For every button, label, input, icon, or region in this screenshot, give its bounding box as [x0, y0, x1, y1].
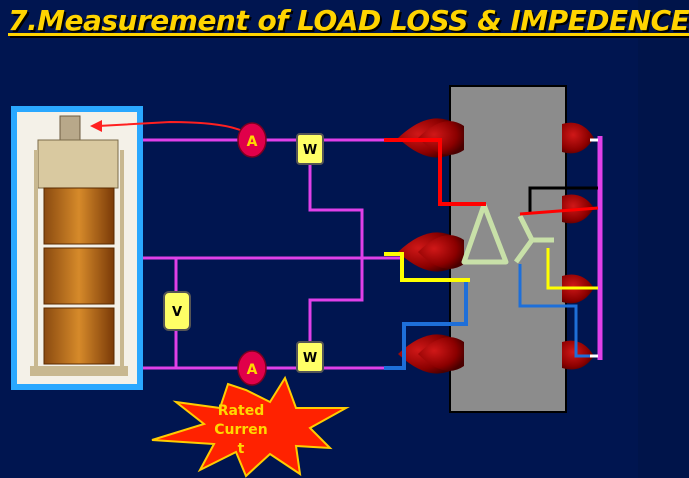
variac-coil-1 [43, 187, 115, 245]
wattmeter-bottom-label: W [303, 351, 317, 366]
ammeter-bottom-label: A [247, 362, 258, 378]
winding-symbols [461, 202, 554, 265]
ammeter-bottom: A [237, 350, 267, 386]
hv-bushing-3b [418, 337, 464, 371]
slide-title: 7.Measurement of LOAD LOSS & IMPEDENCE [8, 4, 689, 37]
phase-wires [384, 138, 486, 370]
wattmeter-top-label: W [303, 143, 317, 158]
voltmeter: V [163, 291, 191, 331]
slide: 7.Measurement of LOAD LOSS & IMPEDENCE [8, 4, 689, 478]
variac-coil-3 [43, 307, 115, 365]
red-phase-wire [384, 138, 486, 206]
ammeter-top: A [237, 122, 267, 158]
lv-blue-wire [518, 264, 598, 358]
burst-shape [151, 375, 350, 478]
voltmeter-label: V [172, 305, 182, 320]
variac-base [30, 366, 128, 376]
variac-top-assembly [37, 139, 119, 189]
yellow-phase-wire [384, 252, 470, 282]
hv-bushing-2b [418, 235, 464, 269]
circuit-diagram: A A W W V Rated Curren t [11, 85, 603, 478]
rated-current-burst: Rated Curren t [151, 375, 350, 478]
wattmeter-bottom: W [296, 341, 324, 373]
lv-bushing-1 [562, 122, 594, 154]
burst-line-1: Rated [218, 403, 264, 419]
variac-image [11, 106, 143, 390]
supply-wires [143, 136, 603, 370]
lv-red-wire [519, 206, 599, 216]
lv-black-wire [528, 186, 598, 214]
lv-yellow-wire [546, 248, 598, 290]
burst-line-3: t [238, 441, 245, 457]
burst-line-2: Curren [214, 422, 268, 438]
delta-symbol [461, 202, 509, 265]
wattmeter-top: W [296, 133, 324, 165]
blue-phase-wire [384, 282, 468, 370]
lv-wires [518, 138, 599, 358]
ammeter-top-label: A [247, 134, 258, 150]
variac-coil-2 [43, 247, 115, 305]
wattmeter-pressure-coil-link [308, 164, 364, 342]
star-arm-2 [517, 214, 535, 242]
